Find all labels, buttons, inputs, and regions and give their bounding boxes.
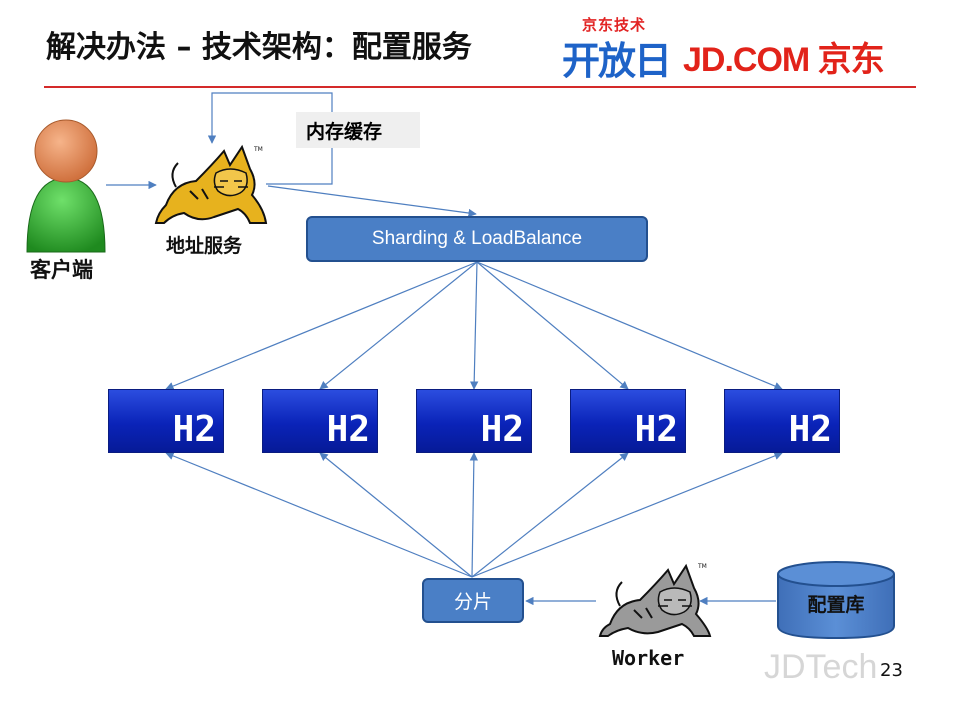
h2-node-label: H2 [172, 408, 216, 450]
sharding-loadbalance-box: Sharding & LoadBalance [306, 216, 648, 262]
worker-label: Worker [612, 646, 685, 670]
worker-tomcat-icon: TM [598, 563, 712, 637]
page-number: 23 [880, 660, 903, 681]
shard-box: 分片 [422, 578, 524, 623]
edge-shard-to-h2-5 [471, 451, 783, 578]
h2-node-label: H2 [480, 408, 524, 450]
edge-shard-to-h2-3 [469, 452, 479, 578]
edge-shard-to-h2-2 [319, 452, 473, 578]
svg-text:TM: TM [697, 563, 707, 570]
shard-label: 分片 [453, 591, 492, 613]
address-service-label: 地址服务 [166, 235, 243, 257]
h2-node: H2 [416, 389, 532, 453]
h2-node: H2 [724, 389, 840, 453]
tomcat-icon: TM [154, 144, 268, 224]
svg-text:TM: TM [253, 146, 263, 153]
kaifang-logo: 开放日 [562, 39, 672, 83]
edge-lb-to-h2-3 [469, 261, 479, 390]
slide-title: 解决办法 – 技术架构：配置服务 [46, 30, 472, 65]
jd-logo: JD.COM 京东 [683, 41, 885, 79]
edge-shard-to-h2-4 [471, 452, 629, 578]
h2-node-label: H2 [788, 408, 832, 450]
h2-node: H2 [108, 389, 224, 453]
edge-lb-to-h2-4 [476, 261, 629, 390]
client-person-icon [26, 119, 106, 253]
edge-cache-loop [207, 92, 333, 185]
h2-node-label: H2 [634, 408, 678, 450]
h2-node: H2 [262, 389, 378, 453]
edge-lb-to-h2-1 [165, 261, 478, 391]
edge-lb-to-h2-5 [476, 261, 783, 390]
jdtech-watermark: JDTech [764, 648, 878, 686]
config-db-label: 配置库 [807, 594, 865, 616]
config-db-cylinder [777, 561, 895, 640]
edge-address-to-lb [267, 185, 477, 218]
sharding-loadbalance-label: Sharding & LoadBalance [371, 228, 583, 249]
h2-node: H2 [570, 389, 686, 453]
memory-cache-label: 内存缓存 [296, 112, 420, 148]
client-label: 客户端 [30, 258, 93, 282]
kaifang-logo-caption: 京东技术 [582, 16, 647, 34]
title-divider [44, 86, 916, 88]
edge-lb-to-h2-2 [319, 261, 478, 390]
edge-shard-to-h2-1 [165, 451, 473, 578]
h2-node-label: H2 [326, 408, 370, 450]
